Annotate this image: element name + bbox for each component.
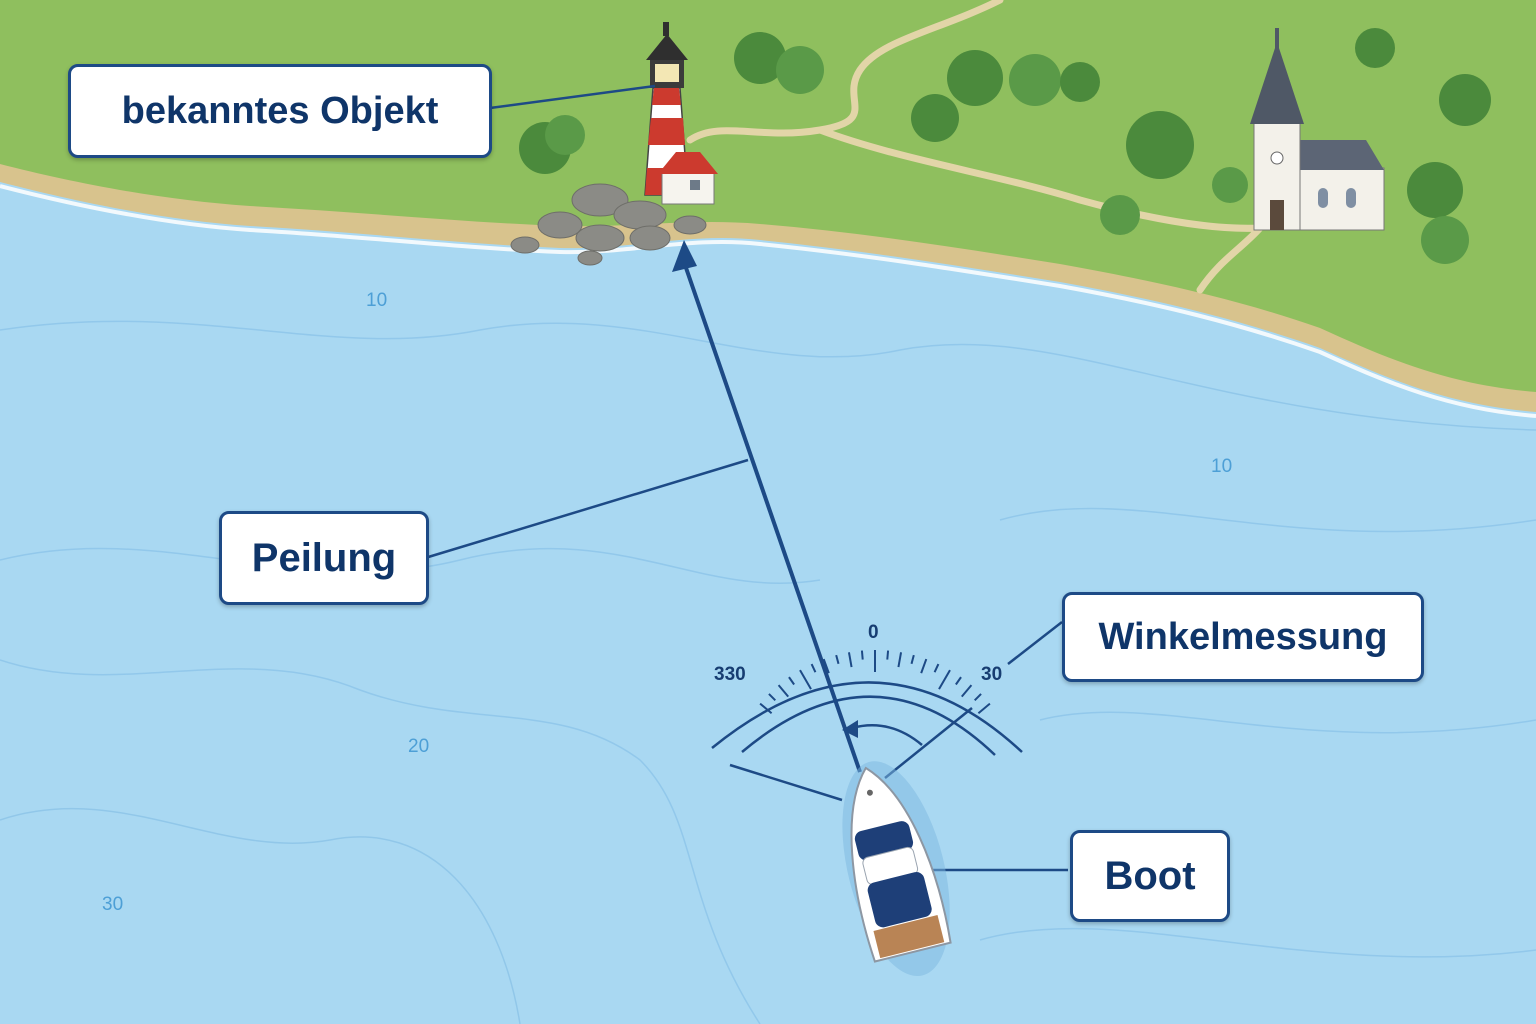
depth-label: 20: [408, 736, 429, 757]
callout-bearing: Peilung: [219, 511, 429, 605]
compass-tick: [887, 651, 888, 660]
callout-angle-measurement: Winkelmessung: [1062, 592, 1424, 682]
depth-label: 30: [102, 894, 123, 915]
compass-tick: [862, 651, 863, 660]
compass-label-330: 330: [714, 664, 746, 685]
callout-boat: Boot: [1070, 830, 1230, 922]
compass-label-0: 0: [868, 622, 879, 643]
depth-label: 10: [1211, 456, 1232, 477]
callout-known-object: bekanntes Objekt: [68, 64, 492, 158]
depth-label: 10: [366, 290, 387, 311]
compass-label-30: 30: [981, 664, 1002, 685]
